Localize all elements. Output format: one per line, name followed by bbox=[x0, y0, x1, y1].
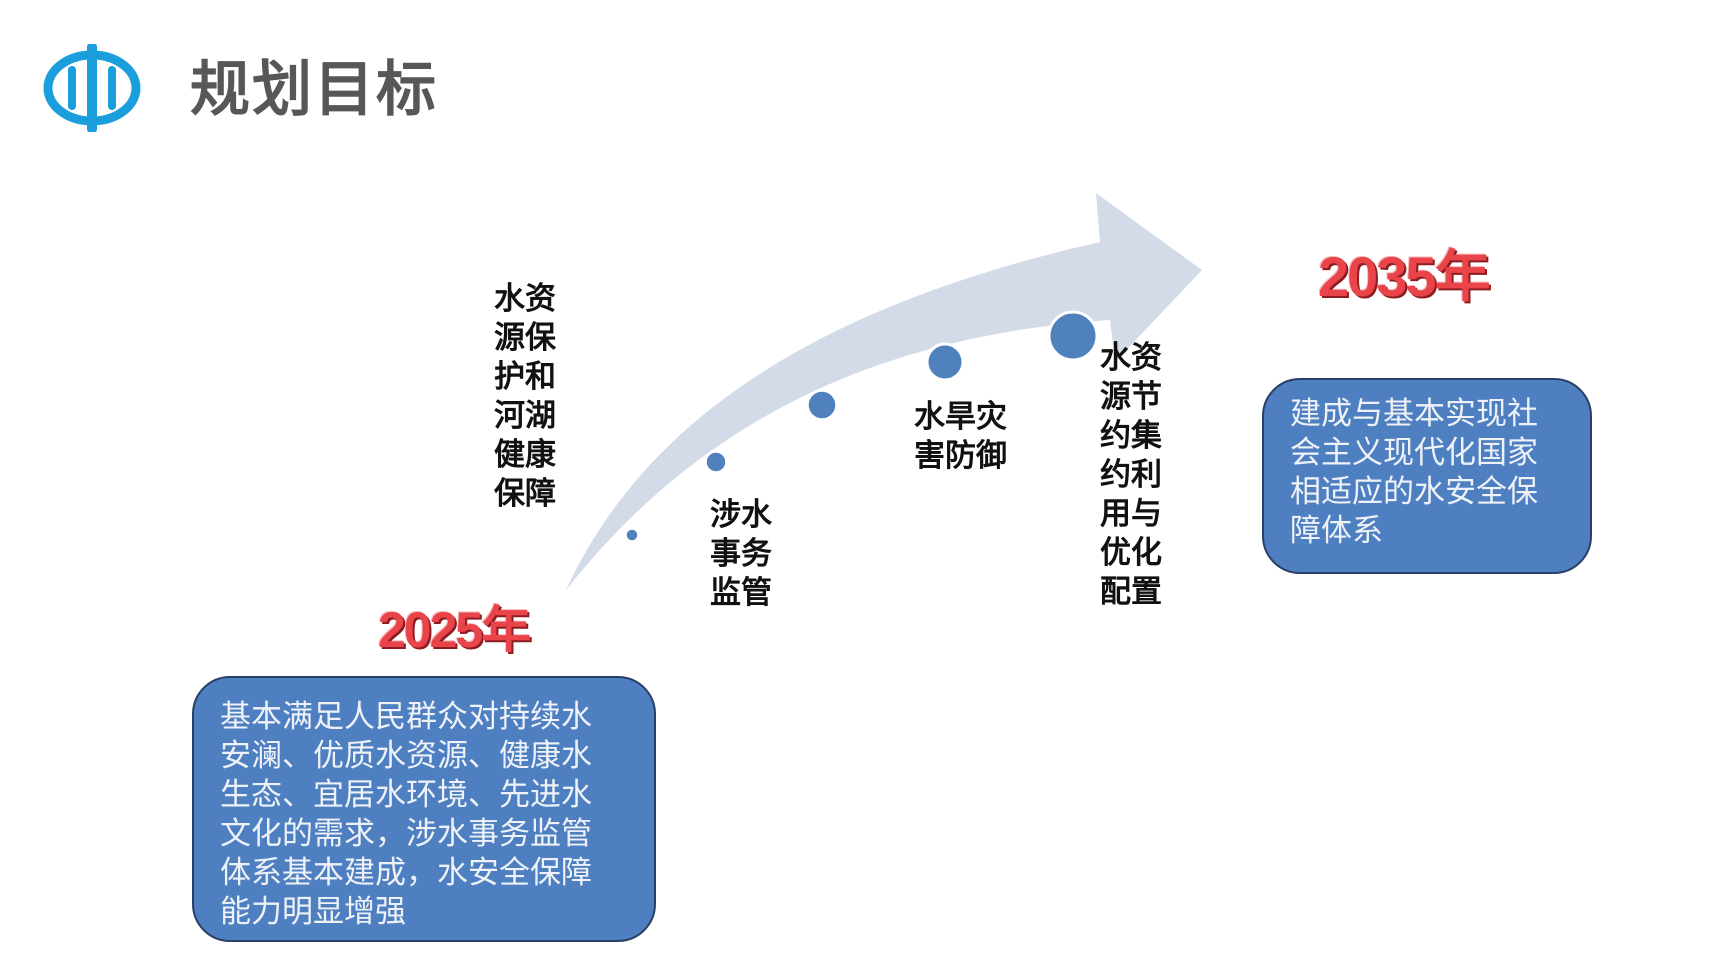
water-emblem-icon bbox=[43, 44, 141, 132]
milestone-line: 用与 bbox=[1100, 496, 1162, 532]
milestone-dot bbox=[1047, 310, 1099, 362]
milestone-line: 配置 bbox=[1100, 574, 1162, 610]
milestone-line: 水资 bbox=[494, 281, 556, 317]
milestone-dot bbox=[925, 342, 965, 382]
milestone-dot bbox=[625, 528, 639, 542]
milestone-line: 护和 bbox=[494, 359, 556, 395]
milestone-dot bbox=[705, 451, 727, 473]
milestone-line: 约利 bbox=[1100, 457, 1162, 493]
goal-line: 会主义现代化国家 bbox=[1290, 435, 1538, 471]
goal-line: 能力明显增强 bbox=[220, 894, 406, 930]
goal-box-2025: 基本满足人民群众对持续水安澜、优质水资源、健康水生态、宜居水环境、先进水文化的需… bbox=[192, 676, 656, 942]
year-label-2035: 2035年 bbox=[1318, 245, 1491, 308]
goal-line: 障体系 bbox=[1290, 513, 1383, 549]
milestone-line: 水旱灾 bbox=[914, 399, 1007, 435]
goal-line: 相适应的水安全保 bbox=[1290, 474, 1538, 510]
goal-box-2035: 建成与基本实现社会主义现代化国家相适应的水安全保障体系 bbox=[1262, 378, 1592, 574]
milestone-water-resource-protection: 水资源保护和河湖健康保障 bbox=[494, 280, 566, 514]
goal-line: 文化的需求，涉水事务监管 bbox=[220, 816, 592, 852]
goal-line: 建成与基本实现社 bbox=[1290, 396, 1538, 432]
milestone-line: 优化 bbox=[1100, 535, 1162, 571]
milestone-water-conservation: 水资源节约集约利用与优化配置 bbox=[1100, 339, 1172, 612]
milestone-line: 涉水 bbox=[710, 497, 772, 533]
page-title: 规划目标 bbox=[190, 55, 438, 125]
milestone-water-affairs-supervision: 涉水事务监管 bbox=[710, 496, 782, 613]
milestone-line: 健康 bbox=[494, 437, 556, 473]
year-label-2025: 2025年 bbox=[378, 602, 531, 658]
goal-line: 生态、宜居水环境、先进水 bbox=[220, 777, 592, 813]
goal-line: 基本满足人民群众对持续水 bbox=[220, 699, 592, 735]
milestone-line: 事务 bbox=[710, 536, 772, 572]
growth-arrow bbox=[566, 193, 1202, 590]
milestone-line: 监管 bbox=[710, 575, 772, 611]
milestone-line: 约集 bbox=[1100, 418, 1162, 454]
milestone-line: 保障 bbox=[494, 476, 556, 512]
milestone-dot bbox=[807, 390, 837, 420]
milestone-line: 害防御 bbox=[914, 438, 1007, 474]
milestone-line: 河湖 bbox=[494, 398, 556, 434]
milestone-line: 源节 bbox=[1100, 379, 1162, 415]
goal-line: 体系基本建成，水安全保障 bbox=[220, 855, 592, 891]
milestone-line: 源保 bbox=[494, 320, 556, 356]
milestone-line: 水资 bbox=[1100, 340, 1162, 376]
milestone-flood-drought-defense: 水旱灾害防御 bbox=[914, 398, 1022, 476]
goal-line: 安澜、优质水资源、健康水 bbox=[220, 738, 592, 774]
